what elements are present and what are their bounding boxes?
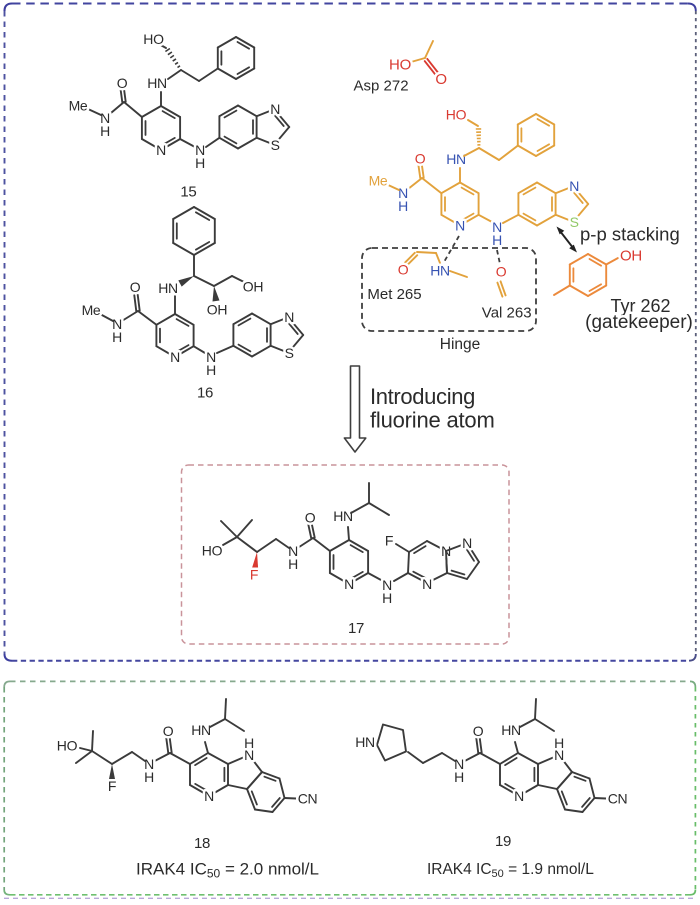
svg-text:S: S — [271, 137, 280, 153]
svg-text:N: N — [204, 788, 214, 804]
svg-text:HN: HN — [355, 734, 375, 750]
svg-text:F: F — [385, 533, 393, 549]
svg-text:H: H — [454, 769, 464, 785]
svg-text:IRAK4 IC50 = 2.0 nmol/L: IRAK4 IC50 = 2.0 nmol/L — [136, 860, 319, 881]
svg-text:N: N — [462, 535, 472, 551]
svg-text:HN: HN — [446, 151, 466, 167]
svg-text:HN: HN — [158, 280, 178, 296]
svg-text:p-p stacking: p-p stacking — [580, 224, 680, 245]
svg-text:F: F — [250, 567, 258, 583]
svg-text:Met 265: Met 265 — [367, 286, 421, 303]
svg-text:OH: OH — [620, 248, 642, 265]
svg-text:N: N — [455, 218, 465, 234]
svg-text:O: O — [398, 262, 409, 278]
svg-text:19: 19 — [495, 833, 511, 850]
svg-text:HN: HN — [501, 722, 521, 738]
svg-text:F: F — [108, 778, 116, 794]
svg-text:HO: HO — [143, 31, 164, 47]
svg-text:H: H — [144, 769, 154, 785]
svg-text:H: H — [244, 735, 254, 751]
svg-text:H: H — [195, 155, 205, 171]
svg-text:Me: Me — [82, 302, 101, 318]
svg-text:H: H — [492, 232, 502, 248]
svg-text:O: O — [496, 264, 507, 280]
svg-text:S: S — [285, 345, 294, 361]
svg-text:O: O — [473, 723, 484, 739]
svg-text:CN: CN — [298, 791, 318, 807]
svg-text:S: S — [570, 214, 579, 230]
svg-text:HO: HO — [57, 738, 78, 754]
svg-text:Me: Me — [369, 173, 388, 189]
svg-text:IRAK4 IC50 = 1.9 nmol/L: IRAK4 IC50 = 1.9 nmol/L — [427, 861, 594, 880]
svg-text:HN: HN — [430, 263, 450, 279]
svg-text:18: 18 — [194, 835, 210, 852]
svg-text:N: N — [514, 788, 524, 804]
svg-text:N: N — [170, 349, 180, 365]
svg-text:H: H — [112, 329, 122, 345]
svg-text:O: O — [305, 510, 316, 526]
svg-text:O: O — [415, 151, 426, 167]
svg-text:OH: OH — [243, 279, 263, 295]
svg-text:(gatekeeper): (gatekeeper) — [585, 312, 693, 333]
svg-text:Hinge: Hinge — [440, 336, 481, 353]
svg-text:16: 16 — [197, 385, 213, 402]
svg-text:O: O — [435, 71, 446, 88]
svg-text:HN: HN — [147, 75, 167, 91]
svg-text:N: N — [344, 576, 354, 592]
svg-text:Me: Me — [69, 98, 88, 114]
svg-text:CN: CN — [608, 791, 628, 807]
svg-text:O: O — [130, 279, 141, 295]
svg-text:N: N — [270, 101, 280, 117]
svg-text:Val 263: Val 263 — [482, 305, 532, 322]
svg-text:Introducing: Introducing — [370, 384, 475, 409]
svg-text:15: 15 — [180, 184, 196, 201]
svg-text:H: H — [100, 123, 110, 139]
svg-text:N: N — [422, 576, 432, 592]
svg-text:O: O — [163, 723, 174, 739]
svg-text:H: H — [288, 556, 298, 572]
svg-text:N: N — [569, 178, 579, 194]
svg-text:HO: HO — [389, 57, 411, 74]
svg-text:O: O — [117, 75, 128, 91]
svg-text:HO: HO — [202, 543, 223, 559]
svg-text:H: H — [398, 198, 408, 214]
svg-text:HN: HN — [191, 722, 211, 738]
svg-text:HN: HN — [333, 508, 353, 524]
svg-text:N: N — [156, 142, 166, 158]
svg-text:HO: HO — [446, 107, 467, 123]
svg-text:H: H — [206, 362, 216, 378]
svg-text:17: 17 — [348, 620, 364, 637]
svg-text:N: N — [284, 309, 294, 325]
svg-text:fluorine atom: fluorine atom — [370, 408, 495, 433]
svg-text:OH: OH — [207, 302, 227, 318]
svg-text:H: H — [554, 735, 564, 751]
svg-text:H: H — [382, 590, 392, 606]
svg-text:Asp 272: Asp 272 — [354, 78, 409, 95]
